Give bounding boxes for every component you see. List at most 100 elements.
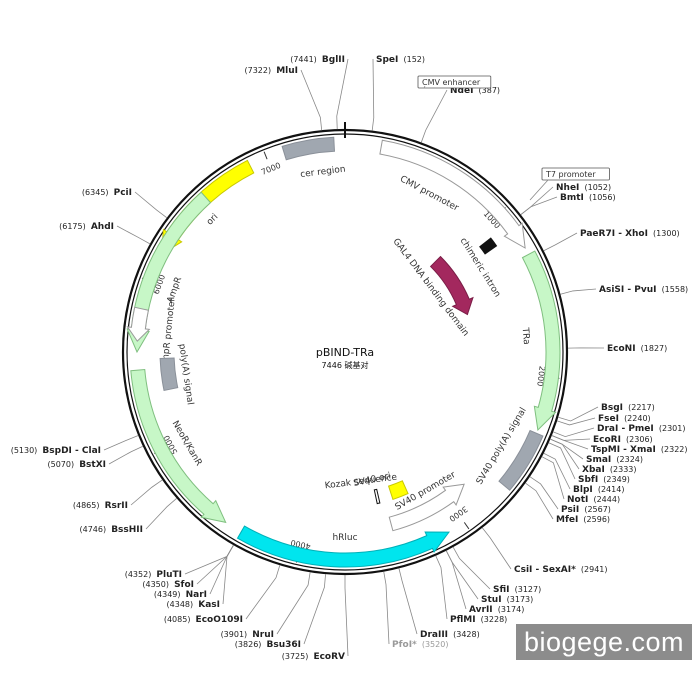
site-asisi-pvui[interactable]: AsiSI - PvuI (1558) [560, 277, 688, 296]
site-leader-line [398, 568, 418, 635]
site-name: NruI [252, 630, 274, 640]
site-ndei[interactable]: NdeI (387) [420, 78, 501, 143]
site-rsrii[interactable]: (4865) RsrII [73, 479, 163, 512]
site-position: (1558) [662, 285, 689, 294]
site-spei[interactable]: SpeI (152) [371, 47, 425, 131]
site-leader-line [543, 232, 578, 252]
site-leader-line [560, 288, 597, 295]
site-leader-line [196, 544, 234, 585]
site-draiii[interactable]: DraIII (3428) [398, 568, 480, 641]
site-bglii[interactable]: (7441) BglII [290, 47, 349, 130]
site-paer7i-xhoi[interactable]: PaeR7I - XhoI (1300) [543, 221, 680, 252]
site-bspdi-clai[interactable]: (5130) BspDI - ClaI [11, 435, 139, 457]
site-leader-line [551, 435, 589, 450]
site-bsgi[interactable]: BsgI (2217) [558, 395, 655, 422]
site-position: (2306) [626, 435, 653, 444]
site-label: (3901) NruI [221, 622, 274, 641]
feature-sv40-poly-a-signal[interactable]: SV40 poly(A) signal [475, 406, 544, 491]
site-pflmi[interactable]: PflMI (3228) [435, 555, 508, 626]
site-bstxi[interactable]: (5070) BstXI [47, 445, 144, 471]
site-mlui[interactable]: (7322) MluI [245, 58, 323, 131]
site-name: EcoNI [607, 344, 636, 354]
feature-sv40-ori-arrow [387, 480, 409, 501]
site-position: (2301) [659, 424, 686, 433]
site-bsu36i[interactable]: (3826) Bsu36I [235, 574, 326, 651]
site-position: (4352) [125, 570, 152, 579]
site-econi[interactable]: EcoNI (1827) [567, 336, 667, 355]
site-label: (6345) PciI [82, 180, 132, 199]
site-position: (7322) [245, 66, 272, 75]
site-bsshii[interactable]: (4746) BssHII [79, 497, 177, 536]
site-leader-line [134, 191, 168, 219]
feature-kozak-sequence[interactable]: Kozak sequence [324, 473, 398, 505]
site-name: NdeI [450, 86, 473, 96]
site-name: KasI [198, 600, 220, 610]
site-tspmi-xmai[interactable]: TspMI - XmaI (2322) [551, 435, 688, 456]
boxed-label-cmv-enhancer[interactable]: CMV enhancer [417, 75, 492, 89]
site-label: (4350) SfoI [142, 572, 194, 591]
site-blpi[interactable]: BlpI (2414) [543, 452, 625, 496]
site-mfei[interactable]: MfeI (2596) [525, 482, 610, 526]
site-leader-line [108, 445, 144, 465]
feature-cer-region[interactable]: cer region [281, 136, 346, 180]
feature-cer-region-label: cer region [300, 165, 346, 180]
site-name: AhdI [91, 222, 114, 232]
feature-gal4-dna-binding-domain[interactable]: GAL4 DNA binding domain [390, 237, 474, 338]
site-nrui[interactable]: (3901) NruI [221, 572, 311, 641]
site-label: NotI (2444) [567, 487, 620, 506]
site-psii[interactable]: PsiI (2567) [529, 476, 611, 516]
boxed-label-leader [529, 179, 549, 201]
site-position: (4085) [164, 615, 191, 624]
site-name: BglII [322, 55, 345, 65]
feature-hrluc[interactable]: hRluc [236, 525, 450, 568]
site-label: EcoNI (1827) [607, 336, 667, 355]
site-sbfi[interactable]: SbfI (2349) [548, 442, 630, 486]
site-pluti[interactable]: (4352) PluTI [125, 544, 234, 581]
site-name: EcoRV [313, 652, 345, 662]
site-noti[interactable]: NotI (2444) [541, 456, 620, 506]
feature-tra-label: TRa [519, 326, 531, 345]
feature-tra[interactable]: TRa [519, 250, 561, 431]
site-label: NheI (1052) [556, 175, 611, 194]
feature-tra-arrow [521, 250, 561, 431]
site-pfoi[interactable]: PfoI* (3520) [383, 571, 449, 651]
site-name: BlpI [573, 485, 593, 495]
site-label: BmtI (1056) [560, 185, 616, 204]
site-leader-line [550, 438, 584, 460]
site-position: (3428) [453, 630, 480, 639]
site-leader-line [481, 527, 512, 570]
site-leader-line [371, 58, 375, 131]
site-leader-line [276, 572, 311, 635]
site-ecorv[interactable]: (3725) EcoRV [282, 575, 349, 663]
site-pcii[interactable]: (6345) PciI [82, 180, 168, 219]
site-position: (4865) [73, 501, 100, 510]
site-bmti[interactable]: BmtI (1056) [520, 185, 616, 216]
site-label: (3725) EcoRV [282, 644, 345, 663]
site-leader-line [209, 544, 234, 595]
site-ahdi[interactable]: (6175) AhdI [59, 214, 151, 245]
site-fsei[interactable]: FseI (2240) [556, 406, 651, 426]
plasmid-name: pBIND-TRa [316, 346, 374, 359]
site-csii-sexai[interactable]: CsiI - SexAI* (2941) [481, 527, 608, 576]
site-ecoo109i[interactable]: (4085) EcoO109I [164, 565, 281, 626]
site-position: (3127) [515, 585, 542, 594]
plasmid-backbone [121, 122, 569, 576]
boxed-label-t7-promoter[interactable]: T7 promoter [529, 167, 610, 201]
feature-ampr-promoter-arrow [126, 306, 151, 342]
site-name: PaeR7I - XhoI [580, 229, 648, 239]
feature-cmv-promoter[interactable]: CMV promoter [379, 139, 526, 249]
site-drai-pmei[interactable]: DraI - PmeI (2301) [553, 416, 685, 437]
site-avrii[interactable]: AvrII (3174) [445, 550, 524, 616]
site-label: SpeI (152) [376, 47, 425, 66]
boxed-label-text: CMV enhancer [422, 78, 481, 87]
site-position: (387) [479, 86, 501, 95]
site-position: (7441) [290, 55, 317, 64]
site-position: (2444) [593, 495, 620, 504]
site-label: TspMI - XmaI (2322) [591, 437, 688, 456]
site-name: PluTI [156, 570, 182, 580]
site-label: (4352) PluTI [125, 562, 182, 581]
site-xbai[interactable]: XbaI (2333) [550, 438, 637, 476]
site-stui[interactable]: StuI (3173) [445, 550, 533, 606]
site-label: (3826) Bsu36I [235, 632, 301, 651]
site-sfii[interactable]: SfiI (3127) [452, 546, 542, 596]
